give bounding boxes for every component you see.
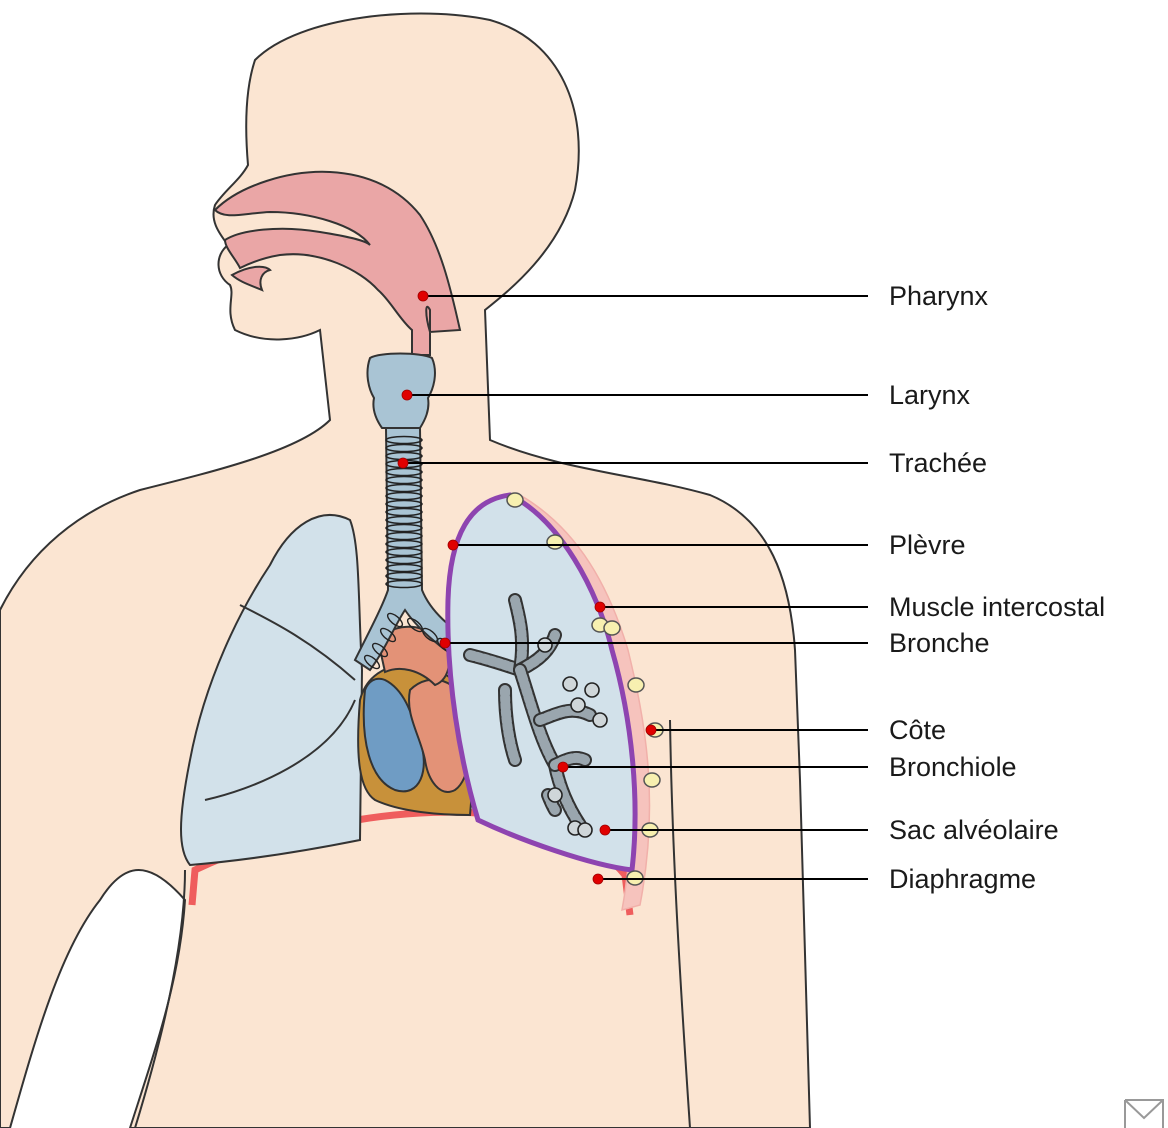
label-sac-alveolaire: Sac alvéolaire — [889, 815, 1059, 845]
label-marker — [448, 540, 458, 550]
label-marker — [440, 638, 450, 648]
label-cote: Côte — [889, 715, 946, 745]
label-marker — [402, 390, 412, 400]
rib-section — [507, 493, 523, 507]
rib-section — [628, 678, 644, 692]
alveolar-sac — [585, 683, 599, 697]
alveolar-sac — [538, 638, 552, 652]
label-marker — [600, 825, 610, 835]
rib-section — [604, 621, 620, 635]
label-marker — [646, 725, 656, 735]
alveolar-sac — [593, 713, 607, 727]
label-larynx: Larynx — [889, 380, 971, 410]
label-muscle-intercostal: Muscle intercostal — [889, 592, 1105, 622]
alveolar-sac — [571, 698, 585, 712]
alveolar-sac — [563, 677, 577, 691]
label-diaphragme: Diaphragme — [889, 864, 1036, 894]
label-marker — [558, 762, 568, 772]
label-bronche: Bronche — [889, 628, 990, 658]
alveolar-sac — [548, 788, 562, 802]
larynx — [367, 354, 434, 429]
envelope-icon[interactable] — [1125, 1100, 1163, 1128]
label-marker — [595, 602, 605, 612]
label-pharynx: Pharynx — [889, 281, 989, 311]
label-trachee: Trachée — [889, 448, 987, 478]
label-plevre: Plèvre — [889, 530, 966, 560]
label-bronchiole: Bronchiole — [889, 752, 1017, 782]
rib-section — [644, 773, 660, 787]
alveolar-sac — [578, 823, 592, 837]
label-marker — [398, 458, 408, 468]
rib-section — [547, 535, 563, 549]
label-marker — [593, 874, 603, 884]
label-marker — [418, 291, 428, 301]
